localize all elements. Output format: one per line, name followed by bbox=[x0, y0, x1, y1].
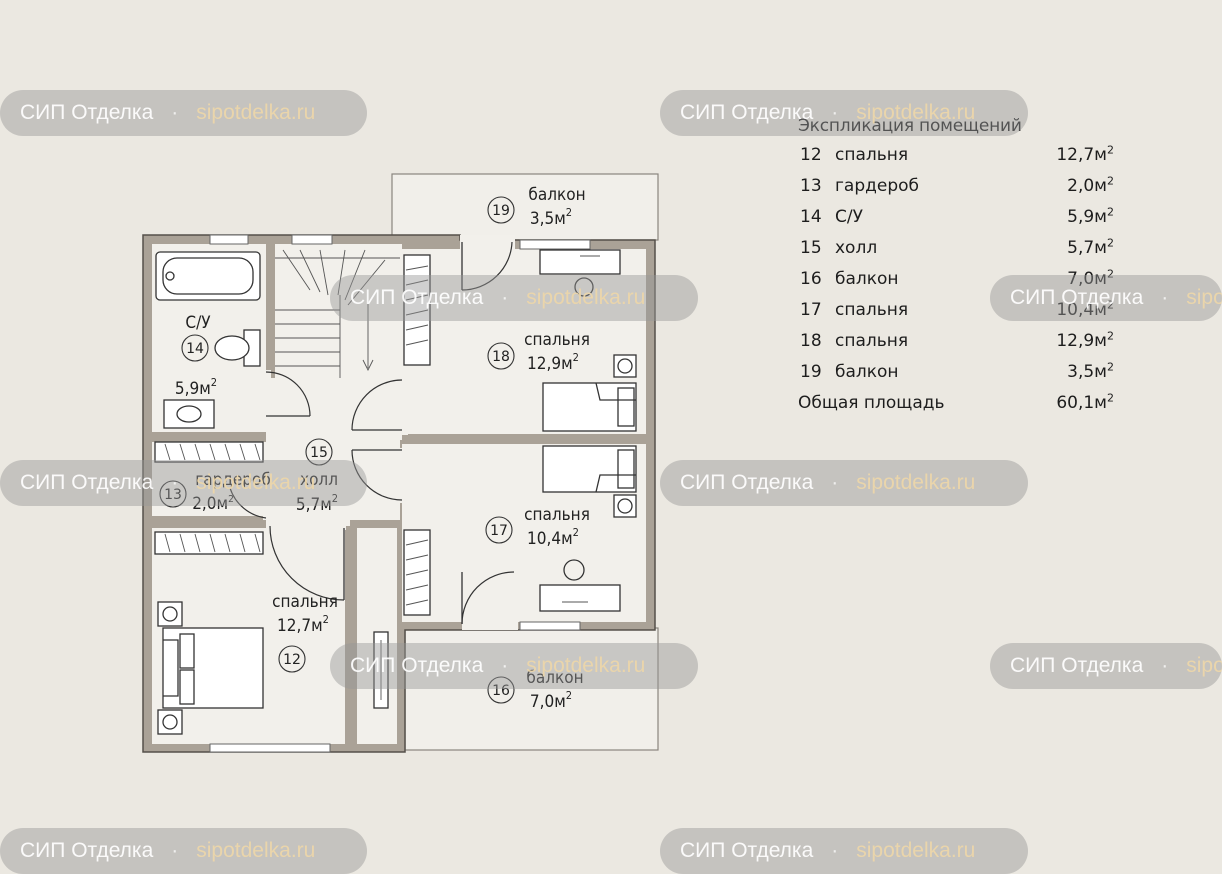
svg-text:3,5м2: 3,5м2 bbox=[530, 206, 572, 229]
room-label-12: спальня 12,7м2 12 bbox=[272, 592, 338, 673]
bedroom-18-furniture bbox=[539, 249, 637, 432]
room-12-area: 12,7м bbox=[277, 616, 323, 636]
room-15-area: 5,7м bbox=[296, 495, 332, 515]
svg-text:12,7м2: 12,7м2 bbox=[277, 613, 329, 636]
watermark: СИП Отделка·sipotdelka.ru bbox=[660, 460, 1028, 506]
balcony-bottom bbox=[404, 627, 659, 751]
room-label-15: 15 холл 5,7м2 bbox=[296, 438, 338, 515]
room-label-18: 18 спальня 12,9м2 bbox=[487, 330, 590, 374]
watermark: СИП Отделка·sipotdelka.ru bbox=[990, 275, 1222, 321]
room-17-area: 10,4м bbox=[527, 529, 573, 549]
room-12-number: 12 bbox=[283, 652, 301, 668]
room-15-name: холл bbox=[300, 470, 338, 490]
watermark: СИП Отделка·sipotdelka.ru bbox=[660, 828, 1028, 874]
watermark: СИП Отделка·sipotdelka.ru bbox=[0, 828, 367, 874]
watermark: СИП Отделка·sipotdelka.ru bbox=[0, 460, 367, 506]
room-13-name: гардероб bbox=[195, 470, 271, 490]
balcony-top bbox=[391, 173, 659, 241]
room-18-name: спальня bbox=[524, 330, 590, 350]
svg-text:7,0м2: 7,0м2 bbox=[530, 689, 572, 712]
windows bbox=[209, 234, 591, 753]
room-16-name: балкон bbox=[526, 668, 583, 688]
room-18-number: 18 bbox=[492, 349, 510, 365]
watermark: СИП Отделка·sipotdelka.ru bbox=[660, 90, 1028, 136]
svg-text:12,9м2: 12,9м2 bbox=[527, 351, 579, 374]
room-label-17: 17 спальня 10,4м2 bbox=[485, 505, 590, 549]
room-17-name: спальня bbox=[524, 505, 590, 525]
room-19-area: 3,5м bbox=[530, 209, 566, 229]
watermark: СИП Отделка·sipotdelka.ru bbox=[990, 643, 1222, 689]
room-label-13: 13 гардероб 2,0м2 bbox=[159, 470, 271, 514]
watermark: СИП Отделка·sipotdelka.ru bbox=[330, 275, 698, 321]
doors bbox=[229, 235, 518, 630]
room-13-area: 2,0м bbox=[192, 494, 228, 514]
room-label-19: 19 балкон 3,5м2 bbox=[487, 185, 586, 229]
room-label-16: 16 балкон 7,0м2 bbox=[487, 668, 584, 712]
room-16-number: 16 bbox=[492, 683, 510, 699]
wardrobes bbox=[154, 254, 431, 616]
room-14-name: С/У bbox=[185, 313, 211, 333]
watermark: СИП Отделка·sipotdelka.ru bbox=[0, 90, 367, 136]
room-14-number: 14 bbox=[186, 341, 204, 357]
bathroom-fixtures bbox=[155, 251, 261, 429]
svg-text:10,4м2: 10,4м2 bbox=[527, 526, 579, 549]
bedroom-12-furniture bbox=[157, 601, 389, 735]
room-12-name: спальня bbox=[272, 592, 338, 612]
watermark: СИП Отделка·sipotdelka.ru bbox=[330, 643, 698, 689]
room-13-number: 13 bbox=[164, 487, 182, 503]
room-16-area: 7,0м bbox=[530, 692, 566, 712]
legend-title: Экспликация помещений bbox=[798, 116, 1022, 136]
room-18-area: 12,9м bbox=[527, 354, 573, 374]
svg-text:2,0м2: 2,0м2 bbox=[192, 494, 234, 514]
svg-text:5,9м2: 5,9м2 bbox=[175, 376, 217, 399]
staircase bbox=[275, 249, 400, 378]
room-14-area: 5,9м bbox=[175, 379, 211, 399]
room-19-name: балкон bbox=[528, 185, 585, 205]
bedroom-17-furniture bbox=[539, 445, 637, 612]
room-label-14: С/У 14 5,9м2 bbox=[175, 313, 217, 399]
svg-text:5,7м2: 5,7м2 bbox=[296, 492, 338, 515]
room-19-number: 19 bbox=[492, 203, 510, 219]
room-17-number: 17 bbox=[490, 523, 508, 539]
room-15-number: 15 bbox=[310, 445, 328, 461]
